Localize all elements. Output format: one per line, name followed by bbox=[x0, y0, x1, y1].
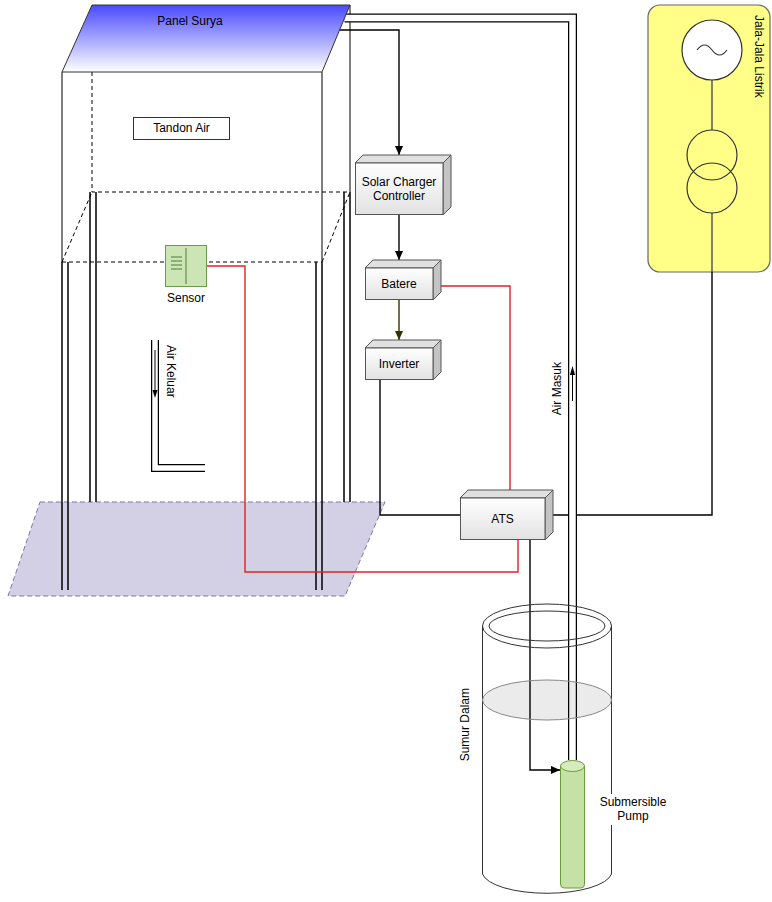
node-label: Sumur Dalam bbox=[458, 688, 472, 761]
box-top bbox=[355, 155, 451, 163]
ats-box: ATS bbox=[460, 490, 553, 540]
wire bbox=[399, 300, 400, 340]
label-slot: ATS bbox=[460, 498, 545, 540]
wire-line bbox=[441, 286, 510, 490]
node-shape bbox=[560, 760, 585, 888]
solar-panel: Panel Surya bbox=[62, 5, 350, 72]
box-side bbox=[545, 490, 553, 540]
label-slot: Panel Surya bbox=[62, 14, 318, 28]
label-slot: Jala-Jala Listrik bbox=[752, 15, 766, 98]
tower-leg bbox=[344, 192, 350, 502]
flow-arrow bbox=[572, 371, 573, 401]
well-rim bbox=[483, 604, 612, 648]
submersible-pump: Submersible Pump bbox=[560, 760, 585, 888]
outlet-pipe-bore bbox=[155, 340, 205, 468]
flow-arrowhead bbox=[153, 390, 158, 398]
node-label: Submersible Pump bbox=[595, 795, 671, 824]
wire-line bbox=[530, 540, 560, 770]
box-side bbox=[433, 340, 441, 380]
sensor-icon bbox=[171, 248, 186, 284]
wire-line bbox=[340, 30, 399, 155]
label-slot: Sensor bbox=[167, 291, 205, 305]
wire-line bbox=[380, 380, 460, 515]
label-slot: Sumur Dalam bbox=[458, 688, 472, 761]
label-slot: Solar Charger Controller bbox=[355, 163, 443, 215]
box-side bbox=[433, 260, 441, 300]
edge-label: Air Masuk bbox=[550, 362, 564, 415]
label-slot: Air Keluar bbox=[164, 345, 178, 398]
label-slot: Inverter bbox=[365, 348, 433, 380]
pump-body bbox=[561, 766, 585, 888]
grid-panel-box bbox=[648, 5, 770, 272]
tower-leg bbox=[62, 262, 68, 590]
panel-face bbox=[62, 5, 350, 72]
tower-leg bbox=[90, 192, 96, 502]
level-sensor: Sensor bbox=[165, 245, 207, 287]
deep-well: Sumur DalamSubmersible Pump bbox=[482, 602, 612, 898]
label-slot: Air Masuk bbox=[550, 362, 564, 415]
grid-wire bbox=[711, 80, 712, 272]
water-pipe bbox=[345, 18, 576, 760]
wire-line bbox=[398, 300, 399, 340]
charge-controller: Solar Charger Controller bbox=[355, 155, 451, 215]
node-label: Inverter bbox=[379, 357, 420, 371]
wire bbox=[441, 286, 510, 490]
box-top bbox=[365, 340, 441, 348]
transformer-coil bbox=[687, 130, 737, 180]
ac-source bbox=[682, 20, 742, 80]
flow-label: Air Keluar bbox=[164, 345, 178, 398]
wire-line bbox=[398, 215, 399, 260]
battery-box: Batere bbox=[365, 260, 441, 300]
label-slot: Batere bbox=[365, 268, 433, 300]
tower-leg bbox=[316, 262, 322, 590]
tank-label-box: Tandon Air bbox=[133, 117, 230, 140]
box-top bbox=[460, 490, 553, 498]
node-label: Solar Charger Controller bbox=[359, 175, 439, 204]
flow-arrow bbox=[155, 350, 156, 392]
box-side bbox=[443, 155, 451, 215]
node-label: Sensor bbox=[167, 291, 205, 305]
node-label: ATS bbox=[491, 512, 513, 526]
ac-wave bbox=[697, 45, 727, 55]
inverter-box: Inverter bbox=[365, 340, 441, 380]
box-front bbox=[461, 498, 546, 540]
box-front bbox=[356, 163, 444, 215]
wire bbox=[340, 30, 399, 155]
outlet-pipe bbox=[155, 340, 205, 468]
pump-top bbox=[561, 761, 585, 772]
grid-panel: Jala-Jala Listrik bbox=[648, 5, 770, 272]
pipe-bore bbox=[345, 18, 573, 760]
pipe-wall bbox=[345, 18, 573, 760]
well-rim-inner bbox=[489, 611, 605, 641]
water-surface bbox=[483, 680, 612, 720]
wire bbox=[399, 215, 400, 260]
label-slot: Tandon Air bbox=[134, 118, 229, 139]
tank-edge bbox=[62, 5, 350, 262]
box-top bbox=[365, 260, 441, 268]
node-label: Panel Surya bbox=[62, 14, 318, 28]
wire bbox=[530, 540, 560, 770]
box-front bbox=[366, 268, 434, 300]
well-wall bbox=[483, 626, 612, 893]
box-front bbox=[366, 348, 434, 380]
node-label: Tandon Air bbox=[153, 121, 210, 135]
ground bbox=[8, 502, 385, 596]
node-shape bbox=[482, 602, 612, 898]
label-slot: Submersible Pump bbox=[593, 794, 673, 825]
wire bbox=[380, 380, 460, 515]
node-shape bbox=[166, 246, 206, 286]
tank-hidden-edge bbox=[62, 72, 350, 262]
node-label: Batere bbox=[381, 277, 416, 291]
transformer-coil bbox=[687, 163, 737, 213]
node-label: Jala-Jala Listrik bbox=[752, 15, 766, 98]
